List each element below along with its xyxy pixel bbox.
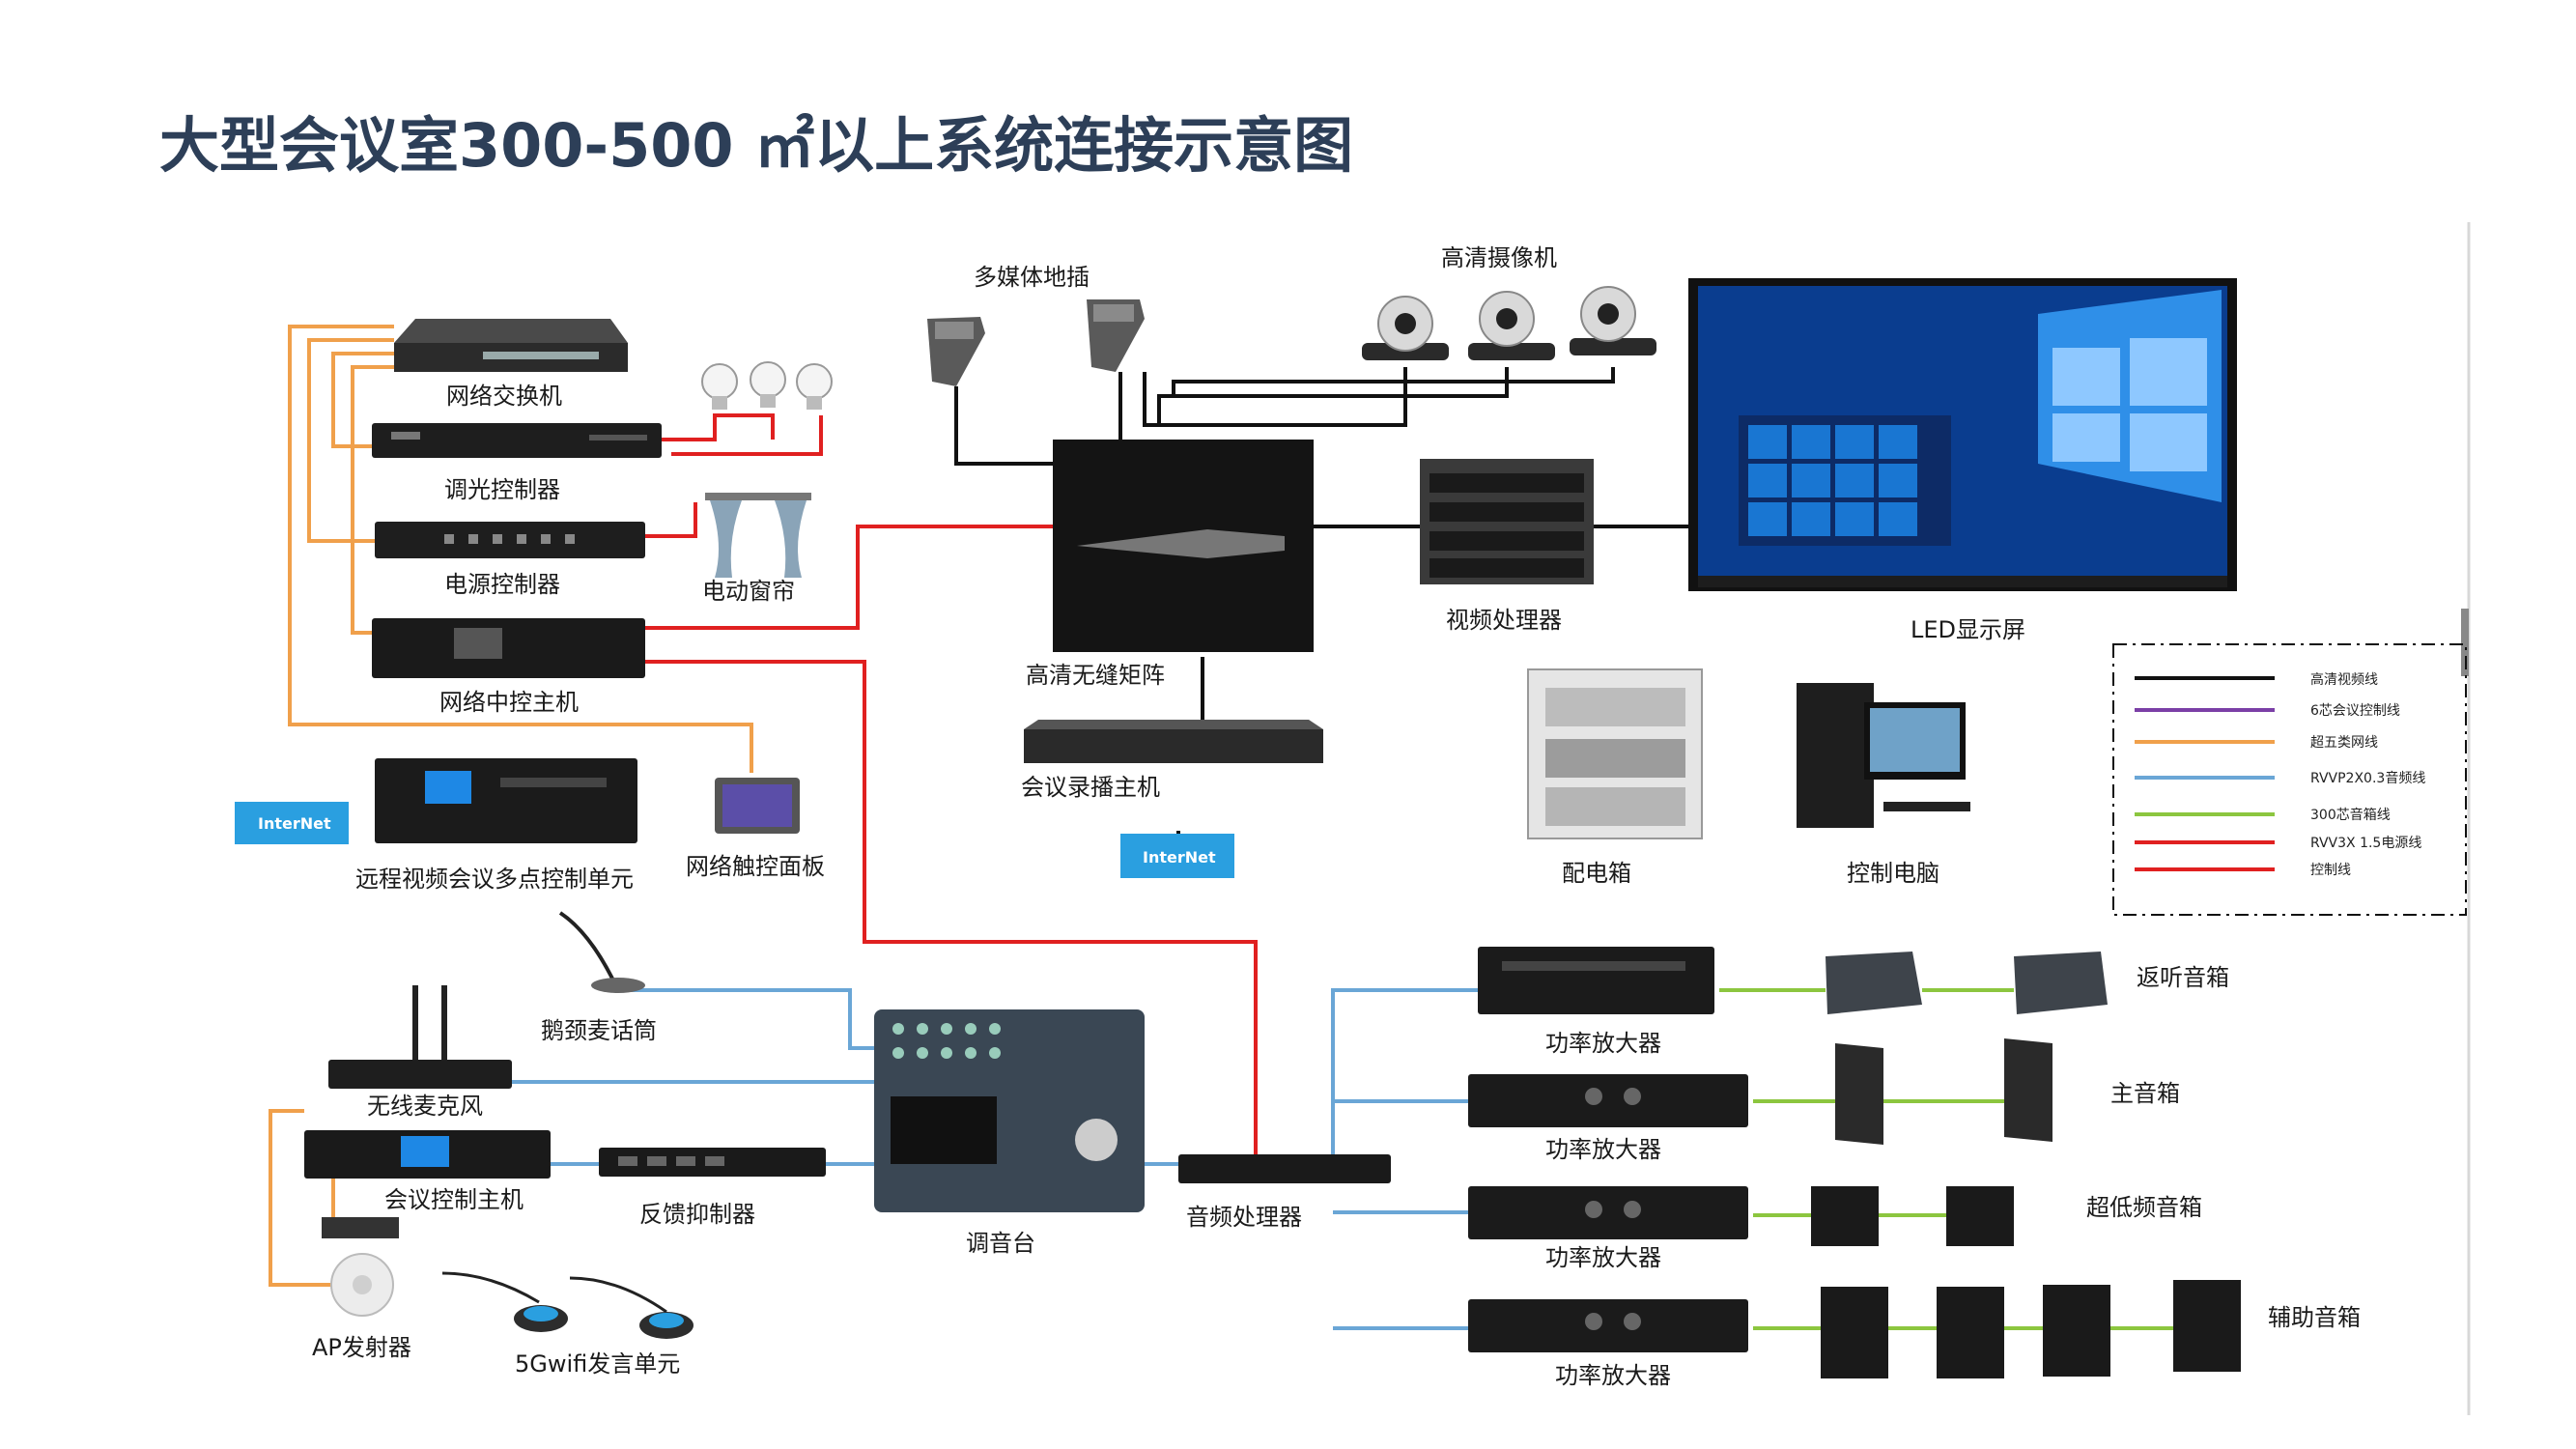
legend: 高清视频线 6芯会议控制线 超五类网线 RVVP2X0.3音频线 300芯音箱线… [2112,643,2467,916]
page-title: 大型会议室300-500 ㎡以上系统连接示意图 [159,110,1353,181]
internet-badge-left [235,802,349,844]
video-conf-mcu [375,758,637,843]
video-processor [1420,459,1594,584]
mixer-label: 调音台 [966,1230,1035,1257]
feedback-suppressor-label: 反馈抑制器 [639,1201,755,1228]
ap-label: AP发射器 [312,1334,411,1361]
control-pc [1797,683,1970,828]
wireless-mic-label: 无线麦克风 [367,1093,483,1120]
video-processor-label: 视频处理器 [1446,607,1562,634]
dimmer-label: 调光控制器 [444,476,560,503]
subwoofer-icons [1811,1186,2014,1246]
conference-control-host [304,1130,551,1179]
camera-icons [1362,286,1656,360]
curtain-label: 电动窗帘 [702,578,795,605]
small-switch [322,1217,399,1238]
gooseneck-mic-label: 鹅颈麦话筒 [541,1017,657,1044]
aux-speakers-label: 辅助音箱 [2268,1304,2361,1331]
amp3-label: 功率放大器 [1545,1244,1661,1271]
matrix-label: 高清无缝矩阵 [1026,662,1165,689]
light-bulb-icons [701,361,833,410]
mcu-label: 远程视频会议多点控制单元 [355,866,634,893]
monitor-speaker-icons [1826,952,2108,1014]
wifi-unit-label: 5Gwifi发言单元 [515,1350,680,1378]
aux-speaker-icons [1821,1280,2241,1378]
gooseneck-mic-icon [558,911,645,993]
power-amp-1 [1478,947,1714,1014]
floor-socket-icons [927,299,1145,386]
subwoofer-label: 超低频音箱 [2086,1194,2202,1221]
internet-center-label: InterNet [1143,848,1216,867]
power-amp-3 [1468,1186,1748,1239]
amp1-label: 功率放大器 [1545,1030,1661,1057]
internet-badge-center [1120,834,1234,878]
mixer-console [874,1009,1145,1212]
amp4-label: 功率放大器 [1555,1362,1671,1389]
legend-label-5: 300芯音箱线 [2310,807,2391,823]
led-label: LED显示屏 [1911,616,2025,643]
wireless-mic-receiver [328,985,512,1089]
legend-label-1: 高清视频线 [2310,671,2378,688]
main-speakers-label: 主音箱 [2110,1080,2180,1107]
audio-processor-label: 音频处理器 [1186,1204,1302,1231]
camera-label: 高清摄像机 [1441,244,1557,271]
green-speaker-lines [1719,988,2173,1330]
control-pc-label: 控制电脑 [1847,860,1939,887]
power-amp-4 [1468,1299,1748,1352]
power-controller-label: 电源控制器 [444,571,560,598]
network-switch-label: 网络交换机 [446,383,562,410]
legend-label-4: RVVP2X0.3音频线 [2310,770,2425,786]
legend-label-7: 控制线 [2310,863,2351,878]
touch-panel [715,778,800,834]
main-speaker-icons [1835,1038,2052,1145]
feedback-suppressor [599,1148,826,1177]
touch-panel-label: 网络触控面板 [686,853,825,880]
power-amp-2 [1468,1074,1748,1127]
distribution-box [1527,668,1703,839]
red-lines [642,413,1258,1154]
network-switch [394,319,628,372]
wifi-speaking-units [441,1271,694,1339]
legend-label-6: RVV3X 1.5电源线 [2310,836,2421,851]
led-screen [1688,278,2237,591]
central-host-label: 网络中控主机 [439,689,579,716]
curtain-icon [705,493,811,578]
recording-host [1024,720,1323,763]
distribution-box-label: 配电箱 [1562,860,1631,887]
internet-left-label: InterNet [258,814,331,833]
recording-label: 会议录播主机 [1021,774,1160,801]
amp2-label: 功率放大器 [1545,1136,1661,1163]
conf-host-label: 会议控制主机 [384,1186,524,1213]
legend-label-2: 6芯会议控制线 [2310,703,2400,719]
central-control-host [372,618,645,678]
ap-transmitter [330,1253,394,1317]
legend-label-3: 超五类网线 [2310,735,2378,751]
hd-matrix [1053,440,1314,652]
scroll-marker [2461,609,2469,676]
monitor-speakers-label: 返听音箱 [2137,964,2229,991]
dimmer-controller [372,423,662,458]
floor-socket-label: 多媒体地插 [974,264,1090,291]
audio-processor [1178,1154,1391,1183]
power-controller [375,522,645,558]
